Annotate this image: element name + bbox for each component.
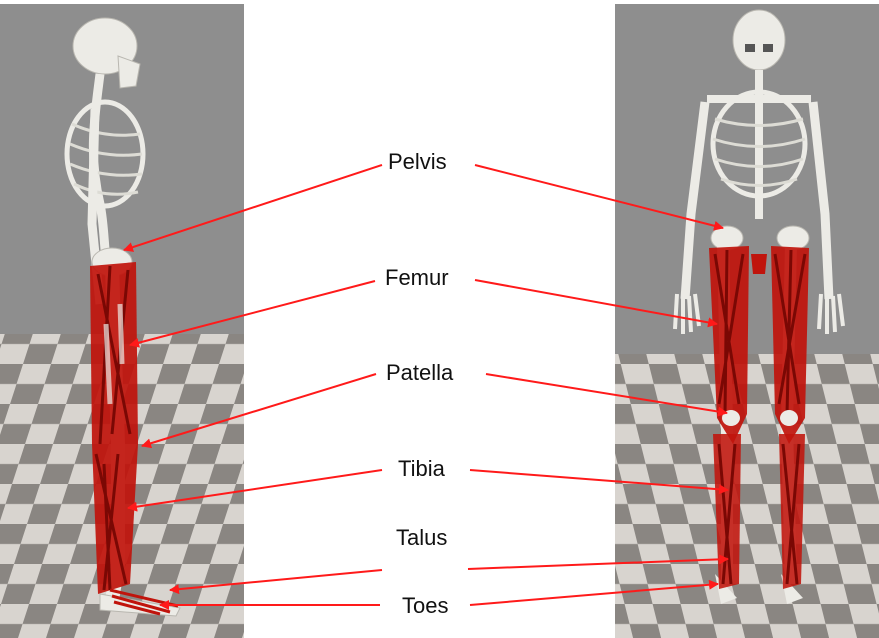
label-toes: Toes — [402, 594, 448, 618]
arrow-patella-left — [142, 374, 376, 446]
arrow-pelvis-right — [475, 165, 723, 228]
label-patella: Patella — [386, 361, 453, 385]
arrow-toes-right — [470, 584, 718, 605]
label-femur: Femur — [385, 266, 449, 290]
label-tibia: Tibia — [398, 457, 445, 481]
arrow-patella-right — [486, 374, 727, 413]
arrow-femur-right — [475, 280, 717, 324]
label-talus: Talus — [396, 526, 447, 550]
arrow-pelvis-left — [124, 165, 382, 250]
arrow-talus-left — [170, 570, 382, 590]
arrow-femur-left — [130, 281, 375, 345]
arrow-talus-right — [468, 559, 728, 569]
arrow-tibia-right — [470, 470, 728, 490]
arrow-tibia-left — [128, 470, 382, 508]
label-pelvis: Pelvis — [388, 150, 447, 174]
